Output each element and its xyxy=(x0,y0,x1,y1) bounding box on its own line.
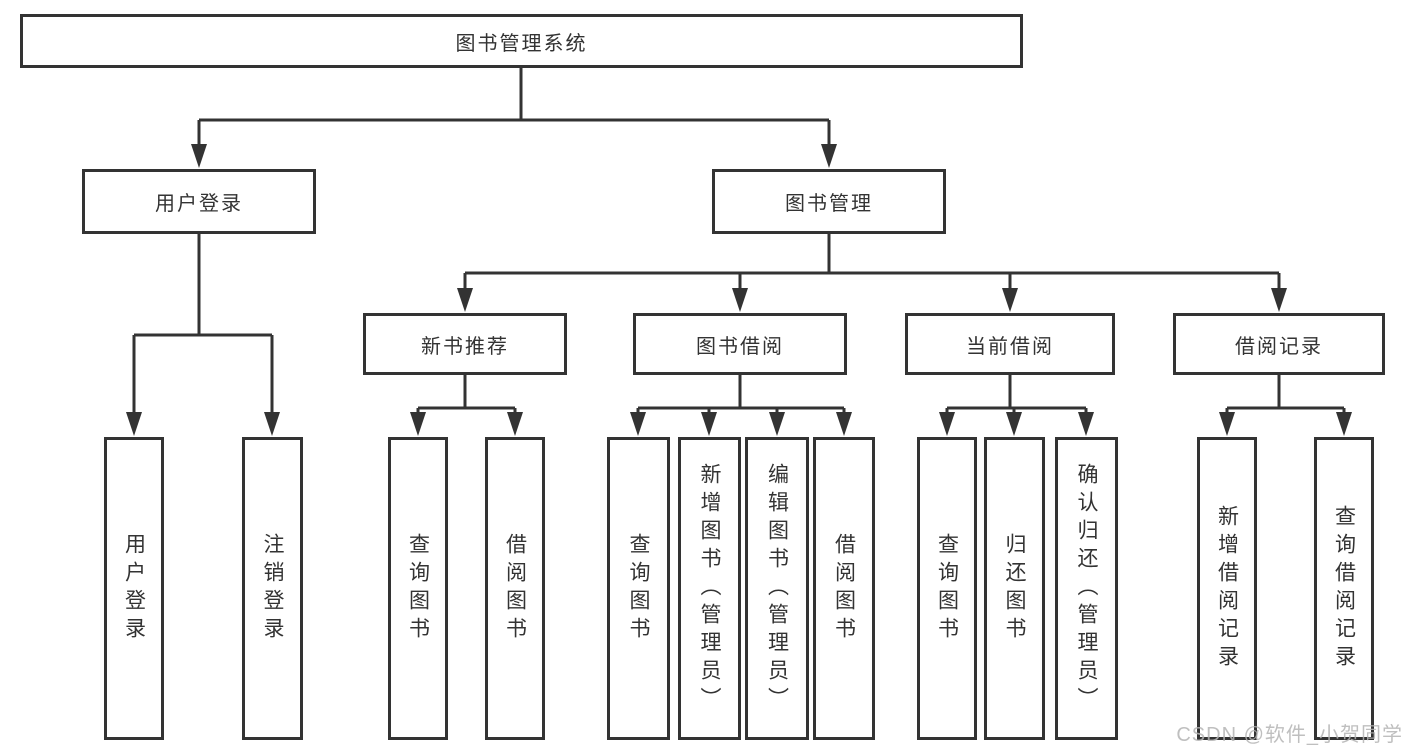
connector-book-mgmt-children xyxy=(463,234,1281,291)
leaf-label: 查询图书 xyxy=(935,532,959,645)
leaf-add-book-admin: 新增图书（管理员） xyxy=(678,437,741,740)
leaf-logout: 注销登录 xyxy=(242,437,303,740)
node-current-borrowing: 当前借阅 xyxy=(905,313,1115,375)
leaf-query-books: 查询图书 xyxy=(607,437,670,740)
leaf-borrow-books: 借阅图书 xyxy=(485,437,545,740)
connector-borrow-record-children xyxy=(1225,375,1346,414)
leaf-user-login: 用户登录 xyxy=(104,437,164,740)
leaf-query-borrow-record: 查询借阅记录 xyxy=(1314,437,1374,740)
arrow-down-icon xyxy=(1271,288,1287,312)
leaf-add-borrow-record: 新增借阅记录 xyxy=(1197,437,1257,740)
connector-book-borrow-children xyxy=(636,375,846,414)
connector-root-to-level2 xyxy=(197,68,831,148)
connector-current-borrow-children xyxy=(945,375,1088,414)
leaf-label: 注销登录 xyxy=(261,532,284,645)
arrow-down-icon xyxy=(732,288,748,312)
leaf-borrow-books: 借阅图书 xyxy=(813,437,875,740)
leaf-label: 查询图书 xyxy=(406,532,430,645)
arrow-down-icon xyxy=(191,144,207,168)
csdn-watermark: CSDN @软件_小贺同学 xyxy=(1176,724,1403,746)
node-user-login: 用户登录 xyxy=(82,169,316,234)
arrow-down-icon xyxy=(126,412,142,436)
node-new-book-recommend: 新书推荐 xyxy=(363,313,567,375)
leaf-label: 用户登录 xyxy=(122,532,146,645)
leaf-label: 借阅图书 xyxy=(503,532,527,645)
arrow-down-icon xyxy=(457,288,473,312)
leaf-label: 查询图书 xyxy=(627,532,650,645)
leaf-query-books: 查询图书 xyxy=(917,437,977,740)
leaf-label: 查询借阅记录 xyxy=(1332,504,1356,673)
node-library-management-system: 图书管理系统 xyxy=(20,14,1023,68)
arrow-down-icon xyxy=(769,412,785,436)
leaf-query-books: 查询图书 xyxy=(388,437,448,740)
leaf-confirm-return-admin: 确认归还（管理员） xyxy=(1055,437,1118,740)
arrow-down-icon xyxy=(1219,412,1235,436)
leaf-return-books: 归还图书 xyxy=(984,437,1045,740)
arrow-down-icon xyxy=(821,144,837,168)
leaf-edit-book-admin: 编辑图书（管理员） xyxy=(745,437,809,740)
node-book-management: 图书管理 xyxy=(712,169,946,234)
arrow-down-icon xyxy=(1336,412,1352,436)
arrow-down-icon xyxy=(1002,288,1018,312)
leaf-label: 确认归还（管理员） xyxy=(1075,462,1098,715)
arrow-down-icon xyxy=(264,412,280,436)
leaf-label: 新增借阅记录 xyxy=(1215,504,1239,673)
arrow-down-icon xyxy=(507,412,523,436)
arrow-down-icon xyxy=(939,412,955,436)
leaf-label: 编辑图书（管理员） xyxy=(765,462,789,715)
arrow-down-icon xyxy=(836,412,852,436)
node-book-borrowing: 图书借阅 xyxy=(633,313,847,375)
arrow-down-icons xyxy=(126,144,1352,436)
leaf-label: 新增图书（管理员） xyxy=(698,462,721,715)
arrow-down-icon xyxy=(1006,412,1022,436)
connector-new-book-children xyxy=(416,375,517,414)
connector-user-login-children xyxy=(132,234,274,414)
arrow-down-icon xyxy=(701,412,717,436)
arrow-down-icon xyxy=(630,412,646,436)
node-borrowing-records: 借阅记录 xyxy=(1173,313,1385,375)
leaf-label: 借阅图书 xyxy=(832,532,856,645)
arrow-down-icon xyxy=(1078,412,1094,436)
leaf-label: 归还图书 xyxy=(1003,532,1026,645)
arrow-down-icon xyxy=(410,412,426,436)
